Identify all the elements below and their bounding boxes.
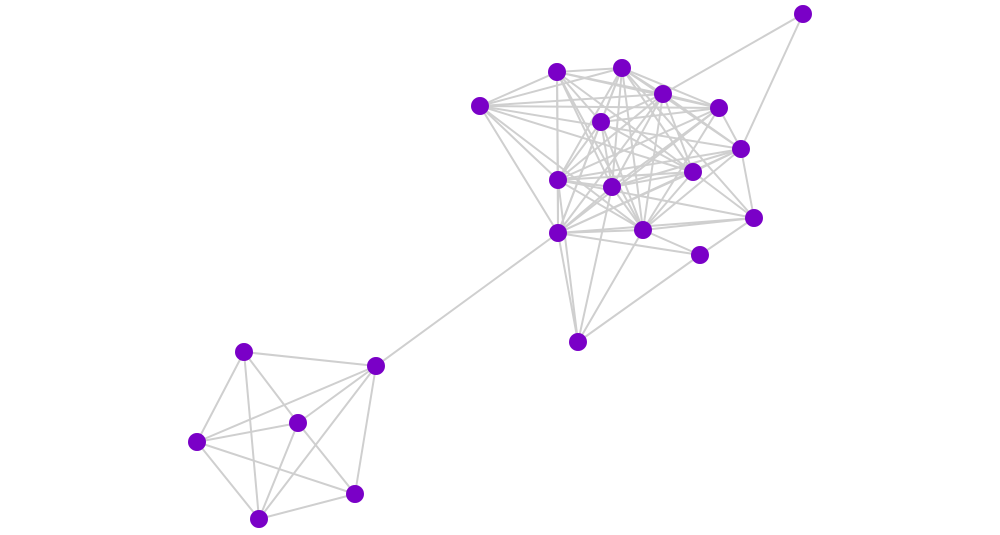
node-n21[interactable] xyxy=(250,510,268,528)
edge-n2-n12 xyxy=(556,71,694,173)
edge-n22-n10 xyxy=(557,232,579,343)
node-n17[interactable] xyxy=(235,343,253,361)
edge-n7-n9 xyxy=(557,121,602,181)
edge-n19-n21 xyxy=(196,441,260,520)
edge-n4-n5 xyxy=(479,93,664,107)
edge-n5-n10 xyxy=(479,105,559,234)
edge-n4-n6 xyxy=(662,93,720,109)
node-n16[interactable] xyxy=(367,357,385,375)
node-n2[interactable] xyxy=(548,63,566,81)
node-n13[interactable] xyxy=(634,221,652,239)
node-n8[interactable] xyxy=(732,140,750,158)
edge-n5-n6 xyxy=(479,105,720,109)
edge-n8-n13 xyxy=(642,148,742,231)
edge-n10-n12 xyxy=(557,171,694,234)
edge-n3-n12 xyxy=(621,67,694,173)
node-n15[interactable] xyxy=(691,246,709,264)
edge-n12-n13 xyxy=(642,171,694,231)
edge-n22-n9 xyxy=(557,179,579,343)
node-n20[interactable] xyxy=(346,485,364,503)
edge-n16-n17 xyxy=(243,351,377,367)
node-n22[interactable] xyxy=(569,333,587,351)
edge-n4-n13 xyxy=(642,93,664,231)
edge-n13-n14 xyxy=(642,217,755,231)
edge-n2-n13 xyxy=(556,71,644,231)
edge-n5-n12 xyxy=(479,105,694,173)
node-n14[interactable] xyxy=(745,209,763,227)
edge-n5-n13 xyxy=(479,105,644,231)
edge-n2-n11 xyxy=(556,71,613,188)
edge-n22-n11 xyxy=(577,186,613,343)
edge-n6-n9 xyxy=(557,107,720,181)
edge-n18-n20 xyxy=(297,422,356,495)
node-n7[interactable] xyxy=(592,113,610,131)
edge-n16-n20 xyxy=(354,365,377,495)
edge-n17-n21 xyxy=(243,351,260,520)
node-n5[interactable] xyxy=(471,97,489,115)
edge-n17-n18 xyxy=(243,351,299,424)
edge-n1-n8 xyxy=(740,13,804,150)
edge-n16-n21 xyxy=(258,365,377,520)
edge-n5-n9 xyxy=(479,105,559,181)
node-n3[interactable] xyxy=(613,59,631,77)
edge-n1-n4 xyxy=(662,13,804,95)
node-layer xyxy=(188,5,812,528)
edge-n10-n11 xyxy=(557,186,613,234)
edge-n3-n14 xyxy=(621,67,755,219)
edge-n7-n10 xyxy=(557,121,602,234)
edge-n15-n14 xyxy=(699,217,755,256)
edge-n15-n13 xyxy=(642,229,701,256)
edge-n17-n19 xyxy=(196,351,245,443)
node-n4[interactable] xyxy=(654,85,672,103)
edge-n16-n18 xyxy=(297,365,377,424)
node-n18[interactable] xyxy=(289,414,307,432)
edge-n22-n13 xyxy=(577,229,644,343)
edge-n7-n12 xyxy=(600,121,694,173)
edge-n6-n7 xyxy=(600,107,720,123)
edge-n8-n11 xyxy=(611,148,742,188)
edge-n15-n10 xyxy=(557,232,701,256)
edge-n2-n5 xyxy=(479,71,558,107)
edge-layer xyxy=(196,13,804,520)
node-n12[interactable] xyxy=(684,163,702,181)
edge-n3-n6 xyxy=(621,67,720,109)
edge-n11-n12 xyxy=(611,171,694,188)
node-n9[interactable] xyxy=(549,171,567,189)
edge-n16-n19 xyxy=(196,365,377,443)
node-n11[interactable] xyxy=(603,178,621,196)
edge-n22-n15 xyxy=(577,254,701,343)
node-n6[interactable] xyxy=(710,99,728,117)
edge-n3-n11 xyxy=(611,67,623,188)
edge-n6-n13 xyxy=(642,107,720,231)
edge-n2-n3 xyxy=(556,67,623,73)
edge-n8-n14 xyxy=(740,148,755,219)
edge-n10-n14 xyxy=(557,217,755,234)
edge-n6-n11 xyxy=(611,107,720,188)
edge-n3-n5 xyxy=(479,67,623,107)
edge-n20-n21 xyxy=(258,493,356,520)
edge-n10-n16 xyxy=(375,232,559,367)
node-n10[interactable] xyxy=(549,224,567,242)
edge-n8-n9 xyxy=(557,148,742,181)
edge-n18-n21 xyxy=(258,422,299,520)
edge-n2-n7 xyxy=(556,71,602,123)
node-n1[interactable] xyxy=(794,5,812,23)
node-n19[interactable] xyxy=(188,433,206,451)
edge-n9-n13 xyxy=(557,179,644,231)
edge-n12-n14 xyxy=(692,171,755,219)
edge-n9-n14 xyxy=(557,179,755,219)
edge-n9-n12 xyxy=(557,171,694,181)
edge-n19-n20 xyxy=(196,441,356,495)
edge-n18-n19 xyxy=(196,422,299,443)
